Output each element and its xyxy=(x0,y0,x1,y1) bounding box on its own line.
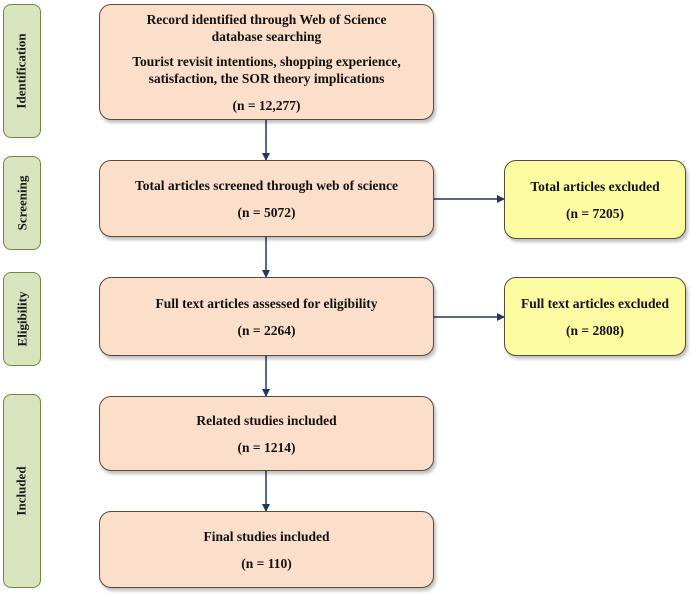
identified-title-line2: database searching xyxy=(211,28,322,44)
related-count: (n = 1214) xyxy=(237,439,296,455)
identified-records-box: Record identified through Web of Science… xyxy=(99,4,434,120)
total-excluded-box: Total articles excluded (n = 7205) xyxy=(504,160,686,239)
fulltext-excluded-title: Full text articles excluded xyxy=(520,295,670,311)
final-title: Final studies included xyxy=(203,528,330,544)
final-studies-box: Final studies included (n = 110) xyxy=(99,511,434,588)
screened-count: (n = 5072) xyxy=(237,204,296,220)
identified-count: (n = 12,277) xyxy=(232,97,301,113)
related-studies-box: Related studies included (n = 1214) xyxy=(99,396,434,471)
phase-screening: Screening xyxy=(3,156,41,250)
phase-included: Included xyxy=(3,394,41,588)
final-count: (n = 110) xyxy=(241,555,292,571)
screened-title: Total articles screened through web of s… xyxy=(135,177,398,193)
screened-articles-box: Total articles screened through web of s… xyxy=(99,160,434,237)
eligibility-count: (n = 2264) xyxy=(237,322,296,338)
phase-eligibility: Eligibility xyxy=(3,272,41,366)
eligibility-articles-box: Full text articles assessed for eligibil… xyxy=(99,277,434,356)
identified-title-line1: Record identified through Web of Science xyxy=(146,11,387,27)
identified-query-line1: Tourist revisit intentions, shopping exp… xyxy=(132,53,401,69)
identified-query-line2: satisfaction, the SOR theory implication… xyxy=(148,70,385,86)
phase-identification: Identification xyxy=(3,4,41,138)
total-excluded-count: (n = 7205) xyxy=(566,205,624,221)
eligibility-title: Full text articles assessed for eligibil… xyxy=(155,295,378,311)
fulltext-excluded-box: Full text articles excluded (n = 2808) xyxy=(504,277,686,356)
related-title: Related studies included xyxy=(196,412,337,428)
fulltext-excluded-count: (n = 2808) xyxy=(566,322,624,338)
total-excluded-title: Total articles excluded xyxy=(530,178,660,194)
